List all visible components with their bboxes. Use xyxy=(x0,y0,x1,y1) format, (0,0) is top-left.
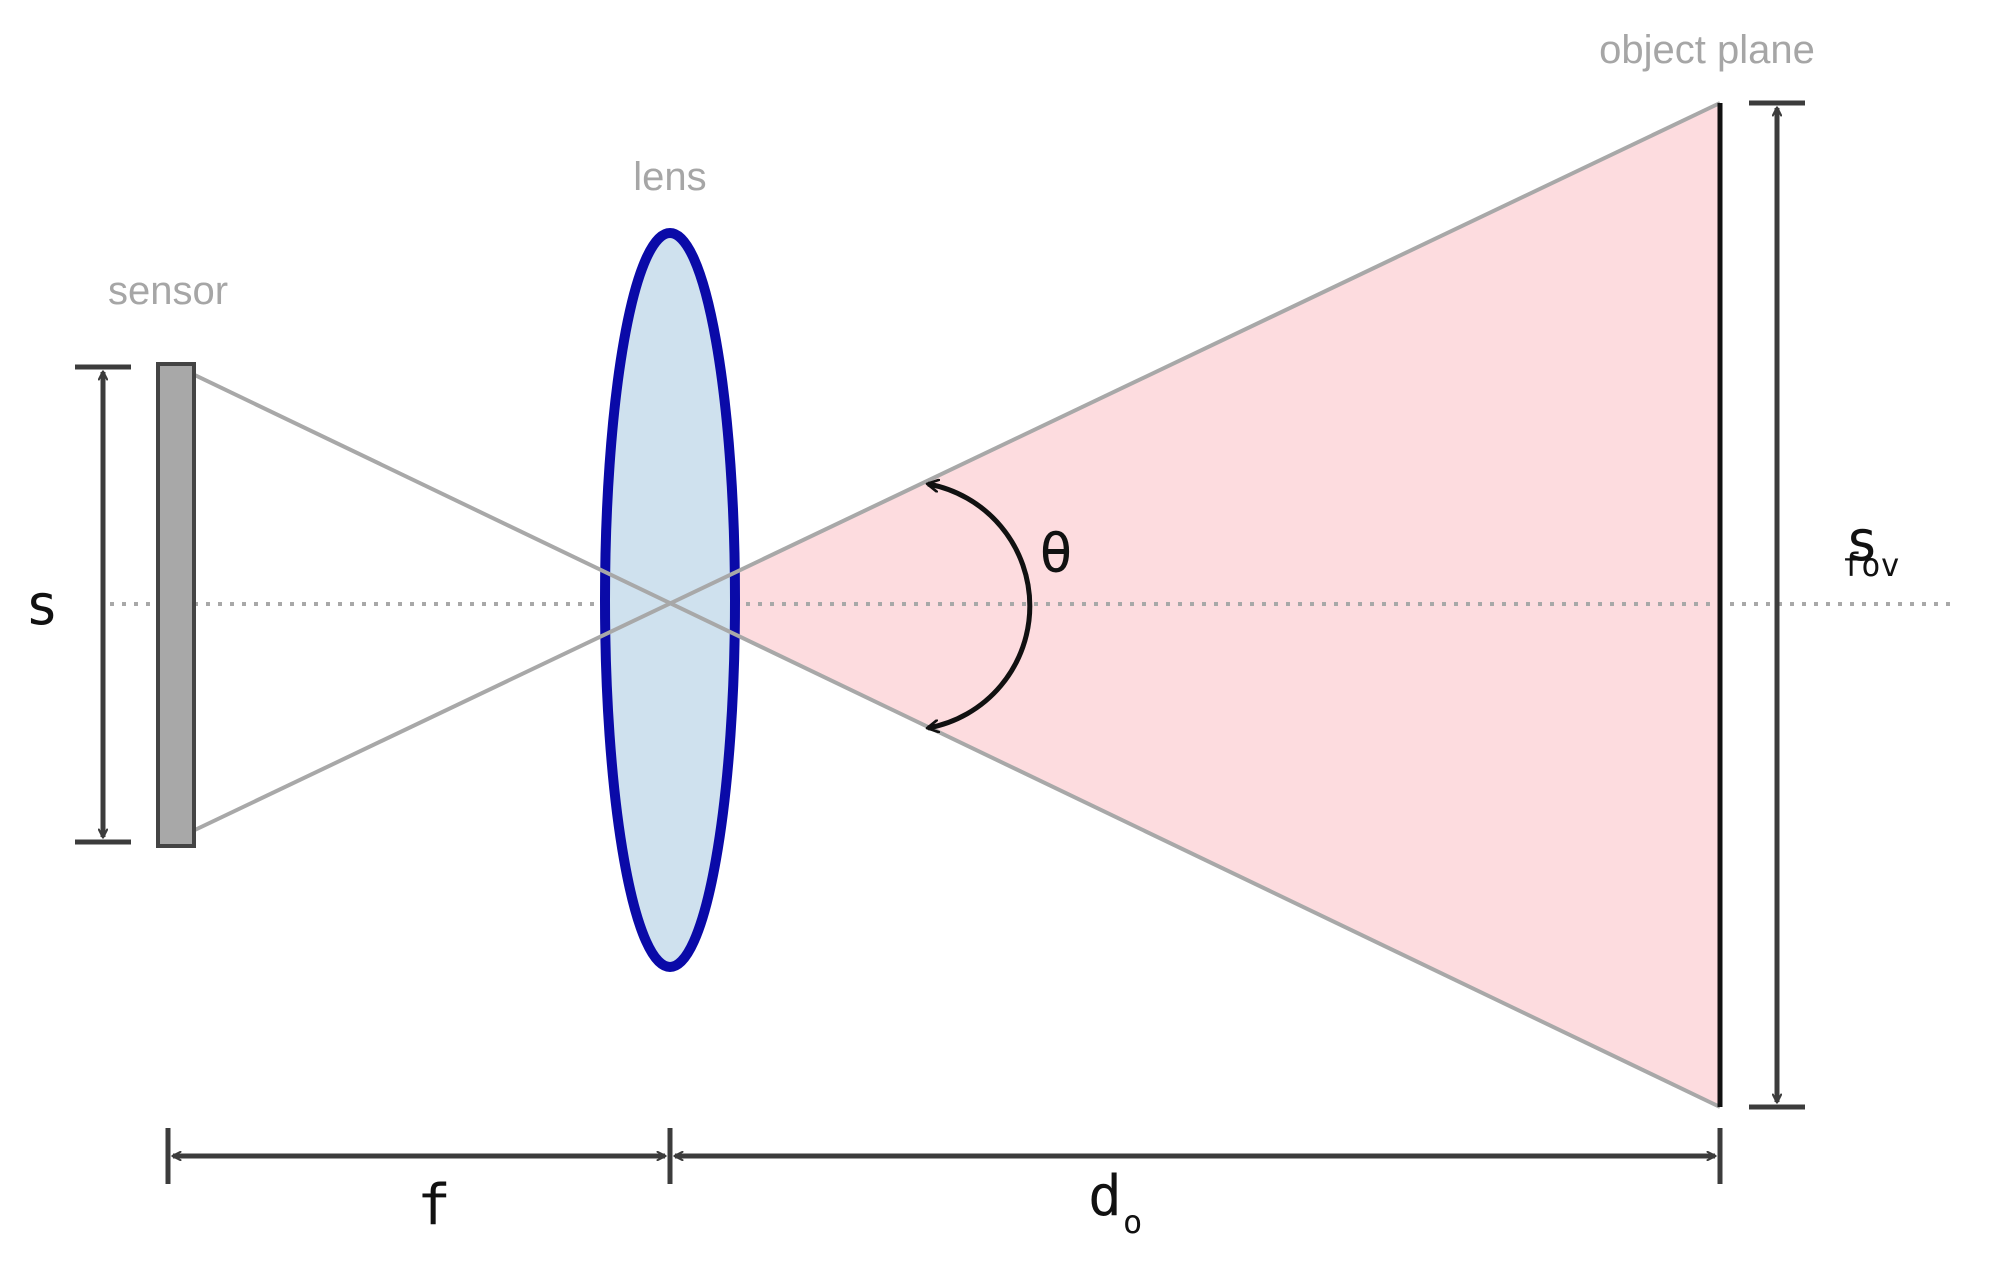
fov-size-symbol: s xyxy=(1845,509,1879,574)
angle-arc xyxy=(928,484,1033,728)
upper-ray xyxy=(177,365,1721,1109)
sensor-caption: sensor xyxy=(108,269,228,313)
sensor xyxy=(156,362,196,848)
lower-ray xyxy=(177,101,1721,840)
sensor-size-symbol: s xyxy=(25,573,59,638)
object-distance-subscript: o xyxy=(1123,1203,1142,1241)
object-plane-caption: object plane xyxy=(1599,28,1815,72)
focal-length-symbol: f xyxy=(417,1173,451,1238)
fov-subscript: fov xyxy=(1842,546,1900,584)
lens-caption: lens xyxy=(633,155,706,199)
field-of-view-cone xyxy=(670,103,1720,1107)
object-distance-dimension xyxy=(675,1128,1723,1184)
angle-symbol: θ xyxy=(1039,521,1073,586)
focal-length-dimension xyxy=(165,1128,673,1184)
object-distance-symbol: d xyxy=(1088,1164,1122,1229)
sensor-size-dimension xyxy=(75,364,131,845)
lens xyxy=(600,228,740,972)
fov-size-dimension xyxy=(1749,100,1805,1110)
